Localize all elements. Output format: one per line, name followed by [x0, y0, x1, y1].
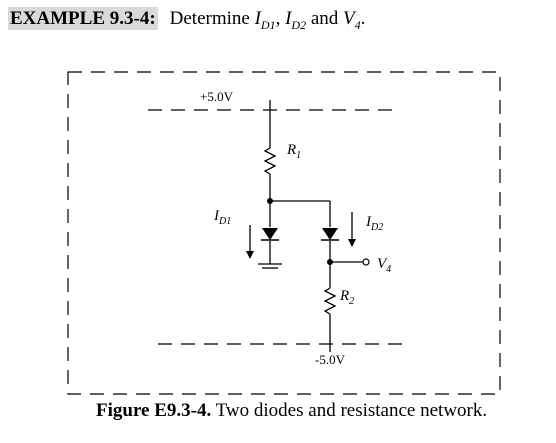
- dashed-border: [67, 71, 501, 395]
- v4-label: V4: [377, 256, 391, 275]
- id2-symbol: ID2: [285, 8, 307, 32]
- id2-arrow: [348, 212, 356, 247]
- id1-arrow: [246, 225, 254, 259]
- example-label: EXAMPLE 9.3-4:: [8, 7, 158, 30]
- v4-terminal: [362, 258, 370, 266]
- node-top: [267, 198, 273, 204]
- node-v4: [327, 259, 333, 265]
- resistor-r1: [263, 147, 277, 175]
- v4-symbol: V4: [343, 8, 361, 32]
- r1-label: R1: [286, 142, 301, 161]
- diode-d1: [261, 228, 279, 241]
- figure-caption-text: Two diodes and resistance network.: [215, 400, 488, 421]
- diode-d2: [321, 228, 339, 241]
- figure-label: Figure E9.3-4.: [96, 400, 212, 421]
- id1-label: ID1: [213, 208, 231, 227]
- r2-label: R2: [339, 288, 354, 307]
- figure-caption: Figure E9.3-4. Two diodes and resistance…: [96, 400, 487, 422]
- task-prefix: Determine: [169, 8, 250, 29]
- positive-supply-label: +5.0V: [200, 89, 234, 104]
- id2-label: ID2: [365, 214, 383, 233]
- id1-symbol: ID1: [254, 8, 276, 32]
- and-word: and: [310, 8, 339, 29]
- example-header: EXAMPLE 9.3-4:Determine ID1, ID2 and V4.: [8, 7, 366, 32]
- negative-supply-label: -5.0V: [315, 352, 346, 367]
- resistor-r2: [323, 287, 337, 315]
